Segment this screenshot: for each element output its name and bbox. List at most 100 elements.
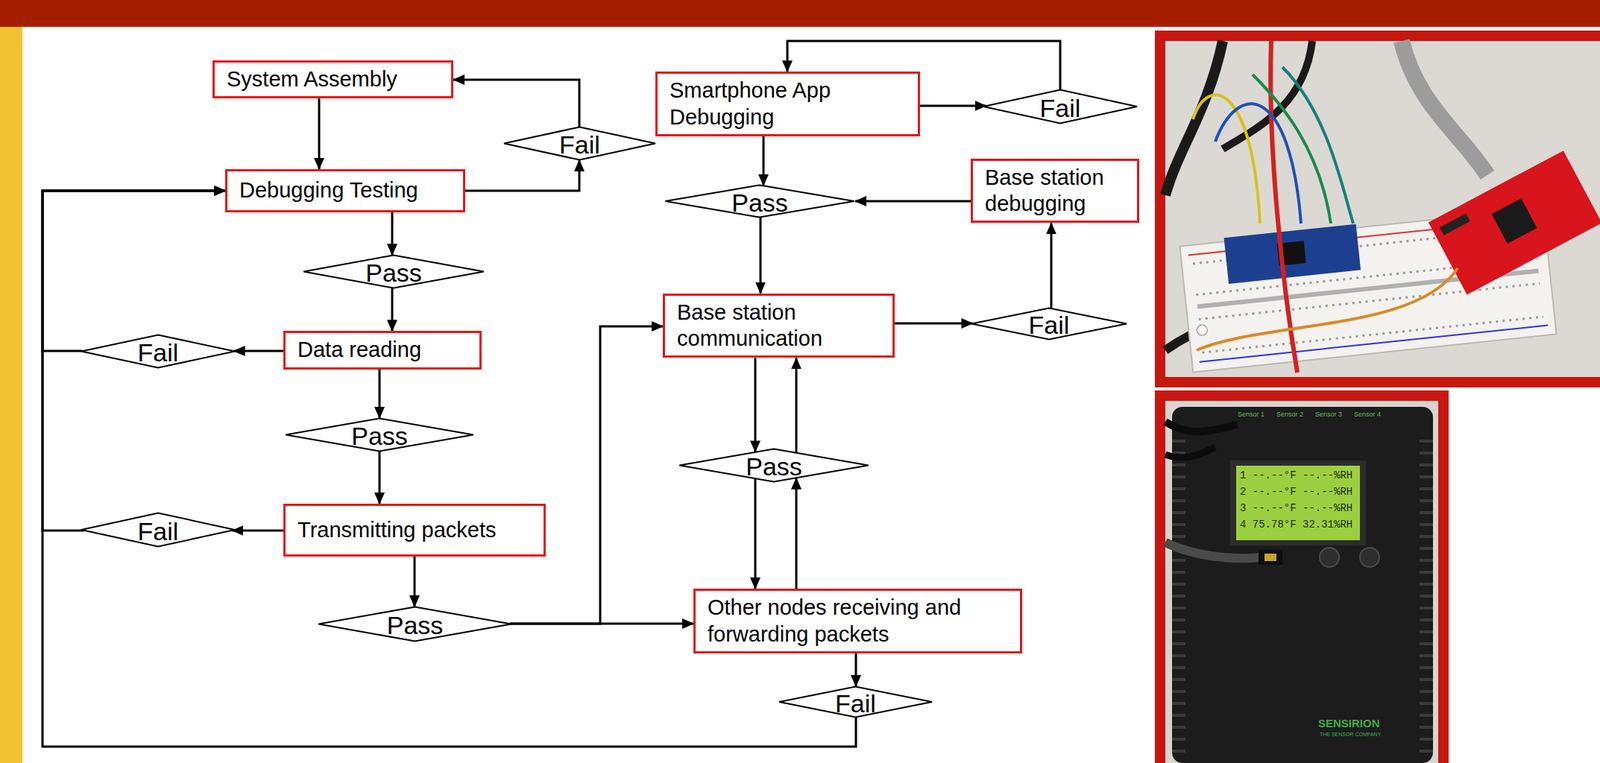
process-box: Transmitting packets bbox=[283, 504, 546, 557]
ribbon-cable bbox=[1401, 41, 1488, 176]
sensor-channel-label: Sensor 1 bbox=[1237, 410, 1265, 420]
flow-arrow bbox=[318, 98, 321, 170]
decision-diamond: Fail bbox=[503, 126, 657, 161]
decision-label: Fail bbox=[1028, 310, 1070, 338]
sensor-chip bbox=[1258, 550, 1283, 566]
black-cable bbox=[1165, 421, 1238, 432]
decision-diamond: Pass bbox=[284, 418, 475, 452]
decision-diamond: Pass bbox=[302, 254, 485, 289]
diamond-shape bbox=[318, 606, 511, 642]
process-label: Smartphone App Debugging bbox=[669, 77, 906, 131]
decision-diamond: Pass bbox=[664, 184, 856, 218]
decision-diamond: Fail bbox=[80, 334, 236, 369]
jumper-wire bbox=[1282, 67, 1354, 224]
jumper-wire bbox=[1215, 103, 1302, 224]
flow-arrow bbox=[1050, 222, 1053, 308]
process-box: Base station debugging bbox=[970, 158, 1140, 224]
power-rail bbox=[1199, 325, 1548, 363]
decision-label: Fail bbox=[137, 516, 179, 545]
decision-diamond: Pass bbox=[317, 606, 513, 642]
decision-diamond: Fail bbox=[970, 307, 1128, 340]
chip bbox=[1491, 198, 1538, 244]
flow-arrow bbox=[391, 288, 394, 332]
jumper-wire bbox=[1252, 74, 1331, 224]
diamond-shape bbox=[679, 448, 868, 482]
header-bar bbox=[0, 0, 1600, 27]
process-label: Debugging Testing bbox=[239, 177, 419, 204]
decision-label: Pass bbox=[731, 187, 789, 216]
lcd-reading: 4 75.78°F 32.31%RH bbox=[1239, 518, 1353, 532]
red-wire bbox=[1270, 41, 1298, 373]
jumper-wire bbox=[1192, 94, 1261, 224]
diamond-shape bbox=[303, 254, 484, 288]
flow-arrow bbox=[231, 530, 284, 533]
diamond-shape bbox=[779, 686, 932, 718]
meter-housing bbox=[1172, 407, 1433, 763]
microcontroller-board bbox=[1224, 224, 1362, 285]
decision-label: Fail bbox=[559, 129, 601, 158]
flow-arrow bbox=[762, 136, 765, 186]
decision-label: Pass bbox=[365, 257, 422, 286]
process-label: Other nodes receiving and forwarding pac… bbox=[707, 594, 1009, 648]
hole-row bbox=[1198, 283, 1540, 320]
flow-arrow bbox=[855, 653, 858, 687]
process-box: Base station communication bbox=[662, 293, 895, 359]
lcd-reading: 3 --.--°F --.--%RH bbox=[1239, 502, 1353, 516]
button bbox=[1359, 547, 1380, 568]
sensor-pins bbox=[1264, 553, 1277, 562]
process-label: Transmitting packets bbox=[297, 517, 496, 544]
process-label: Data reading bbox=[297, 336, 422, 364]
decision-label: Pass bbox=[386, 610, 444, 639]
flow-arrow bbox=[378, 451, 381, 505]
process-box: Data reading bbox=[283, 331, 482, 370]
process-box: Other nodes receiving and forwarding pac… bbox=[693, 589, 1023, 654]
flow-arrow bbox=[413, 556, 417, 607]
brand-name: SENSIRION bbox=[1318, 717, 1381, 731]
decision-diamond: Fail bbox=[778, 686, 933, 718]
housing-ridges bbox=[1419, 439, 1433, 761]
button bbox=[1319, 547, 1340, 568]
lcd-bezel bbox=[1230, 460, 1366, 546]
flow-arrow bbox=[920, 105, 987, 108]
flow-arrow bbox=[754, 479, 757, 590]
side-strip bbox=[0, 26, 23, 763]
lcd-reading: 1 --.--°F --.--%RH bbox=[1239, 469, 1353, 483]
process-box: Debugging Testing bbox=[225, 169, 466, 213]
brand-tagline: THE SENSOR COMPANY bbox=[1319, 732, 1381, 739]
flow-arrow bbox=[754, 357, 757, 452]
diamond-shape bbox=[81, 334, 235, 368]
lcd-screen bbox=[1236, 465, 1360, 541]
led bbox=[1196, 324, 1208, 336]
flow-arrow bbox=[894, 322, 973, 326]
flow-arrow bbox=[855, 200, 971, 203]
decision-label: Fail bbox=[137, 337, 179, 366]
decision-diamond: Fail bbox=[80, 512, 236, 548]
process-label: Base station communication bbox=[676, 299, 881, 353]
diamond-shape bbox=[504, 126, 656, 160]
header bbox=[1439, 213, 1471, 235]
housing-ridges bbox=[1172, 439, 1186, 761]
photo-frame bbox=[1154, 390, 1449, 763]
flow-arrow bbox=[42, 190, 226, 352]
flow-arrow bbox=[453, 79, 580, 127]
decision-diamond: Pass bbox=[678, 448, 870, 483]
flow-arrow bbox=[378, 369, 381, 419]
process-label: System Assembly bbox=[226, 66, 398, 93]
flow-arrow bbox=[465, 160, 580, 191]
decision-label: Pass bbox=[351, 421, 408, 449]
photo-ground bbox=[1165, 401, 1439, 763]
sensor-channel-label: Sensor 4 bbox=[1353, 410, 1381, 420]
jumper-wire bbox=[1196, 268, 1458, 351]
sensor-channel-label: Sensor 2 bbox=[1276, 410, 1304, 420]
diamond-shape bbox=[81, 512, 235, 547]
process-box: Smartphone App Debugging bbox=[655, 71, 921, 137]
diamond-shape bbox=[285, 418, 473, 452]
decision-label: Fail bbox=[1040, 93, 1082, 121]
decision-label: Fail bbox=[835, 688, 877, 717]
flow-arrow bbox=[509, 623, 694, 626]
flow-arrow bbox=[759, 217, 762, 294]
process-box: System Assembly bbox=[212, 60, 454, 99]
decision-label: Pass bbox=[745, 451, 803, 480]
sensor-channel-label: Sensor 3 bbox=[1315, 410, 1343, 420]
